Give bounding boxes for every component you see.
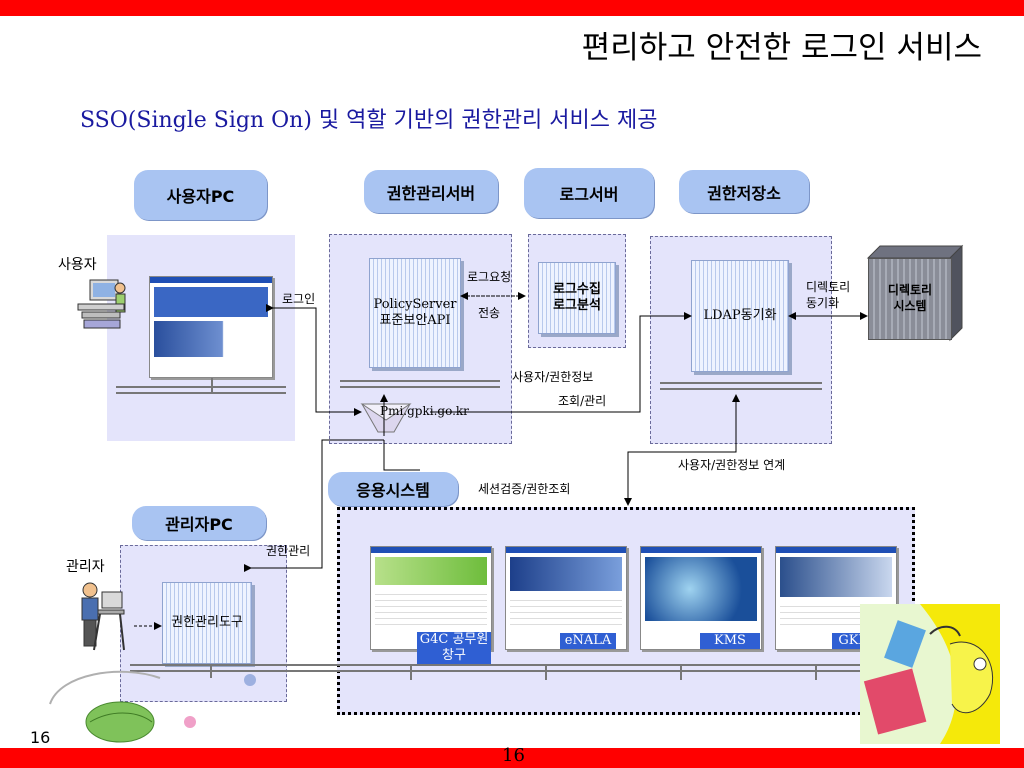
admin-tool-name: 권한관리도구: [171, 614, 243, 630]
auth-server-base-line-2: [340, 386, 500, 388]
slide-title: 편리하고 안전한 로그인 서비스: [581, 30, 982, 66]
user-auth-info-label: 사용자/권한정보: [512, 370, 594, 384]
app-stand-4: [815, 666, 817, 680]
app-enala-tag: eNALA: [560, 633, 616, 649]
user-pc-header: 사용자PC: [134, 170, 267, 220]
directory-name-1: 디렉토리: [887, 283, 933, 298]
user-auth-link-label: 사용자/권한정보 연계: [678, 458, 786, 472]
app-base-line-2: [130, 670, 920, 672]
app-g4c-tag: G4C 공무원 창구: [417, 632, 491, 664]
page-number-left: 16: [30, 728, 51, 747]
directory-sync-label-1: 디렉토리: [806, 280, 851, 294]
auth-server-header: 권한관리서버: [364, 170, 498, 213]
policy-server-box: PolicyServer 표준보안API: [369, 258, 461, 368]
directory-sync-label-2: 동기화: [806, 296, 840, 310]
app-system-header: 응용시스템: [328, 472, 458, 506]
log-request-label: 로그요청: [467, 270, 512, 284]
auth-server-base-line: [340, 380, 500, 382]
bottom-bar: [0, 748, 1024, 768]
ldap-name: LDAP동기화: [703, 307, 777, 323]
user-pc-stand: [211, 378, 213, 392]
transfer-label: 전송: [478, 306, 501, 320]
admin-tool-box: 권한관리도구: [162, 582, 252, 664]
app-gkmc-screenshot: [775, 546, 897, 650]
user-pc-base-line: [116, 386, 286, 388]
log-server-box: 로그수집 로그분석: [538, 262, 616, 334]
auth-store-header: 권한저장소: [679, 170, 809, 213]
user-pc-screenshot: [149, 276, 273, 378]
pmi-host-label: Pmi.gpki.go.kr: [380, 404, 469, 418]
log-collect-name: 로그수집: [553, 281, 601, 297]
app-stand-1: [410, 666, 412, 680]
auth-store-base-line: [660, 382, 822, 384]
admin-label: 관리자: [66, 559, 105, 575]
app-enala-screenshot: [505, 546, 627, 650]
log-analysis-name: 로그분석: [553, 298, 601, 313]
app-kms-screenshot: [640, 546, 762, 650]
log-server-header: 로그서버: [524, 168, 654, 218]
user-person-icon: [77, 279, 126, 329]
auth-manage-label: 권한관리: [266, 544, 311, 558]
page-number-center: 16: [502, 745, 525, 766]
pmi-router-icon: [360, 403, 412, 433]
auth-store-base-line-2: [660, 388, 822, 390]
app-kms-tag: KMS: [700, 633, 760, 649]
admin-stand: [210, 664, 212, 678]
admin-person-icon: [81, 582, 125, 651]
leaf-decoration: [49, 670, 256, 743]
directory-name-2: 시스템: [893, 299, 927, 313]
ldap-server-box: LDAP동기화: [691, 260, 789, 372]
lookup-manage-label: 조회/관리: [558, 394, 607, 408]
session-verify-label: 세션검증/권한조회: [478, 482, 571, 496]
user-pc-base-line-2: [116, 392, 286, 394]
admin-pc-header: 관리자PC: [132, 506, 266, 540]
login-label: 로그인: [282, 292, 316, 306]
app-stand-3: [680, 666, 682, 680]
user-label: 사용자: [58, 257, 97, 273]
app-base-line: [130, 664, 920, 666]
app-stand-2: [545, 666, 547, 680]
policy-api-name: 표준보안API: [379, 313, 451, 328]
policy-server-name: PolicyServer: [373, 296, 457, 312]
slide-subtitle: SSO(Single Sign On) 및 역할 기반의 권한관리 서비스 제공: [80, 108, 658, 133]
face-decoration: [860, 604, 1000, 744]
directory-system-box: 디렉토리 시스템: [868, 258, 952, 340]
top-bar: [0, 0, 1024, 16]
